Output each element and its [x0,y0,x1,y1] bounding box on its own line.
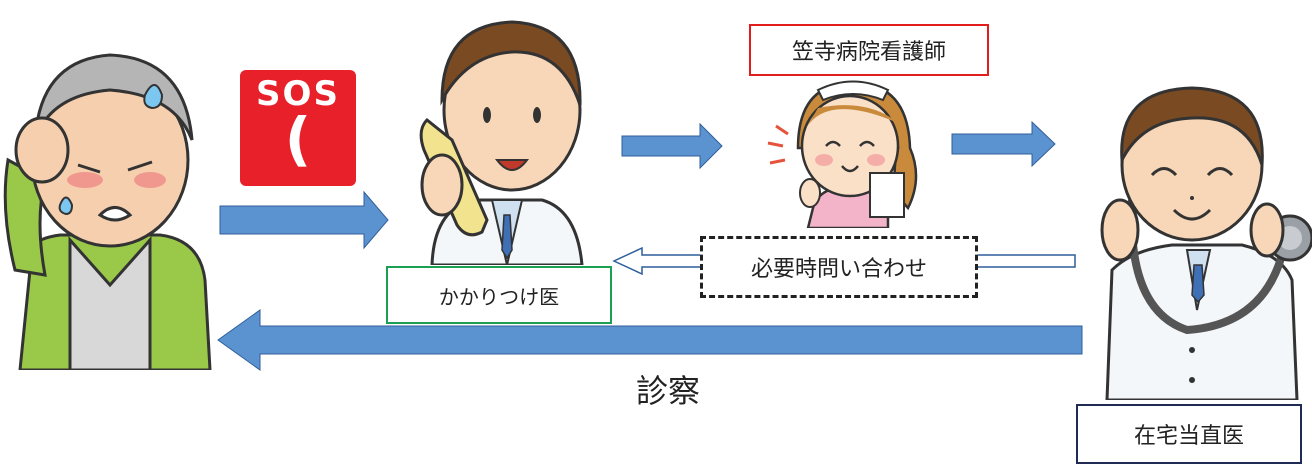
examination-label: 診察 [636,372,701,410]
sos-phone-icon: SOS ( [240,70,356,186]
family-doctor-label: かかりつけ医 [386,266,612,324]
sos-text: SOS [256,74,340,114]
phone-icon: ( [284,105,312,173]
inquiry-label: 必要時問い合わせ [700,236,978,298]
phone-doctor-illustration [419,20,584,265]
nurse-label: 笠寺病院看護師 [749,24,989,76]
stethoscope-doctor-illustration [1100,86,1312,400]
arrow-examination [217,309,1083,371]
nurse-illustration [767,80,918,228]
home-doctor-label: 在宅当直医 [1076,404,1302,464]
patient-illustration [3,53,212,370]
arrow-doctor-to-nurse [621,122,723,170]
arrow-patient-to-doctor [219,190,389,250]
arrow-nurse-to-home-doctor [951,120,1056,168]
